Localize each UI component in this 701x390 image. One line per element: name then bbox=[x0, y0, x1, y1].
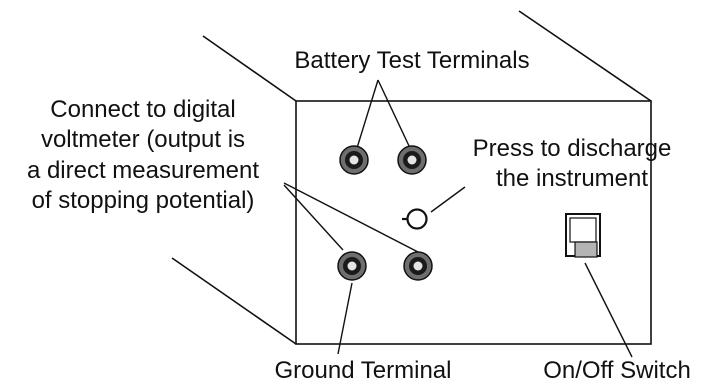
leader-switch bbox=[584, 262, 633, 358]
leader-ground bbox=[337, 282, 353, 355]
terminal bbox=[339, 145, 369, 175]
depth-edge-bottom-left bbox=[171, 257, 297, 345]
depth-edge-top-right bbox=[518, 10, 652, 102]
discharge-button bbox=[402, 208, 428, 230]
leader-voltmeter-lower-left bbox=[283, 184, 344, 251]
voltmeter-label: Connect to digital voltmeter (output is … bbox=[27, 96, 259, 214]
leader-battery-right bbox=[377, 79, 411, 149]
leader-voltmeter-upper-right bbox=[283, 182, 419, 253]
switch-knob bbox=[574, 241, 598, 258]
discharge-label-line: the instrument bbox=[496, 165, 648, 192]
leader-battery-left bbox=[356, 79, 379, 149]
discharge-label: Press to discharge the instrument bbox=[473, 135, 672, 192]
switch-label: On/Off Switch bbox=[543, 357, 691, 384]
ground-terminal-label: Ground Terminal bbox=[275, 357, 452, 384]
voltmeter-label-line: a direct measurement bbox=[27, 157, 259, 184]
depth-edge-top-left bbox=[202, 35, 297, 102]
leader-lines bbox=[283, 79, 633, 358]
voltmeter-label-line: Connect to digital bbox=[50, 96, 235, 123]
discharge-label-line: Press to discharge bbox=[473, 135, 672, 162]
terminal bbox=[403, 251, 433, 281]
on-off-switch bbox=[565, 213, 601, 258]
ground-terminal bbox=[337, 251, 367, 281]
leader-discharge bbox=[430, 186, 466, 213]
voltmeter-label-line: voltmeter (output is bbox=[41, 126, 245, 153]
battery-terminals-label: Battery Test Terminals bbox=[294, 47, 529, 74]
voltmeter-label-line: of stopping potential) bbox=[32, 187, 255, 214]
terminal bbox=[397, 145, 427, 175]
